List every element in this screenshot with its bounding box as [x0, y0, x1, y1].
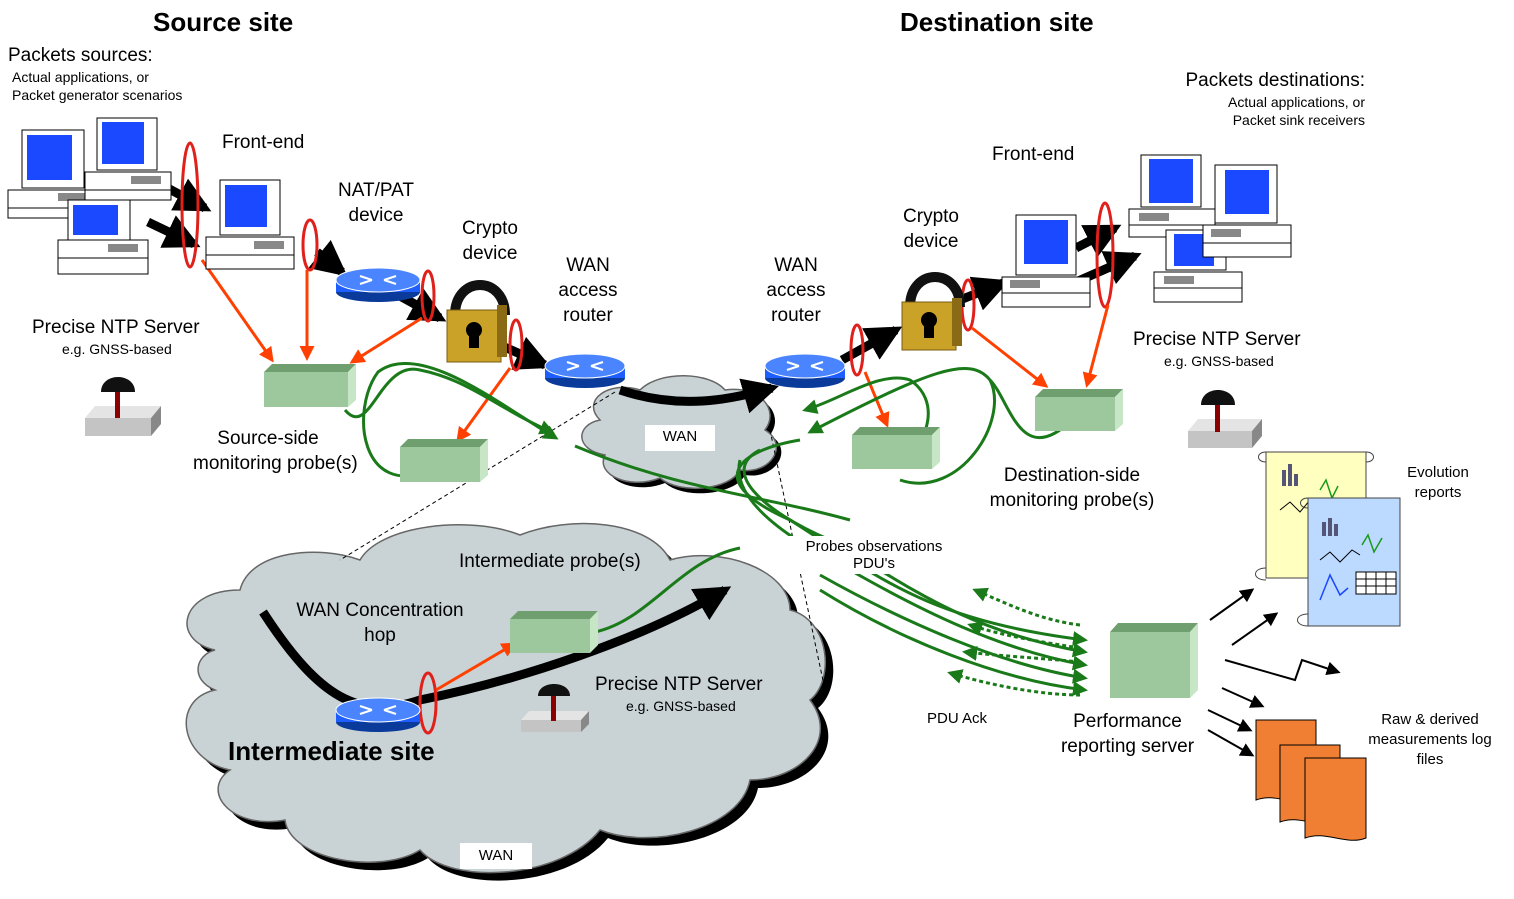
probe-box	[400, 439, 488, 482]
tap-arrows	[200, 259, 1110, 692]
source-crypto-line2: device	[462, 243, 518, 264]
computer-icon	[205, 179, 295, 270]
lock-icon	[901, 272, 965, 351]
ack-flows	[947, 587, 1081, 697]
report-output-arrows	[1207, 588, 1341, 757]
dest-ntp-sub: e.g. GNSS-based	[1164, 353, 1274, 369]
probe-box	[264, 364, 356, 407]
lock-icon	[446, 280, 510, 363]
computer-icon	[1202, 164, 1292, 258]
reporting-server-box	[1110, 623, 1198, 698]
packets-dest-title: Packets destinations:	[1185, 70, 1365, 91]
evolution-line2: reports	[1414, 484, 1462, 501]
observations-tag: Probes observations PDU's	[783, 536, 965, 574]
source-site-title: Source site	[153, 7, 294, 37]
packets-dest-line2: Packet sink receivers	[1232, 112, 1365, 128]
probe-box	[510, 611, 598, 653]
nat-label-line2: device	[348, 205, 404, 226]
router-icon	[544, 353, 626, 388]
packets-sources-line1: Actual applications, or	[12, 69, 149, 85]
source-ntp-sub: e.g. GNSS-based	[62, 341, 172, 357]
router-icon	[335, 697, 421, 732]
source-probe-line1: Source-side	[217, 428, 319, 449]
logs-line2: measurements log	[1368, 731, 1492, 748]
source-probe-line2: monitoring probe(s)	[193, 453, 358, 474]
tap-rings	[180, 141, 1115, 735]
ntp-antenna-icon	[1188, 390, 1262, 448]
intermediate-probe-label: Intermediate probe(s)	[459, 551, 641, 572]
dest-probe-line1: Destination-side	[1003, 465, 1141, 486]
source-front-end-label: Front-end	[222, 132, 305, 153]
dest-probe-line2: monitoring probe(s)	[989, 490, 1155, 511]
probe-box	[1035, 389, 1123, 431]
evolution-report-icon	[1297, 497, 1401, 627]
computer-icon	[1001, 214, 1091, 308]
dest-wan-router-line3: router	[771, 305, 821, 326]
source-crypto-line1: Crypto	[462, 218, 518, 239]
source-ntp-title: Precise NTP Server	[32, 317, 200, 338]
intermediate-ntp-title: Precise NTP Server	[595, 674, 763, 695]
wan-hop-line1: WAN Concentration	[296, 600, 464, 621]
dest-crypto-line2: device	[903, 231, 959, 252]
log-file-icon	[1255, 719, 1367, 841]
nat-label-line1: NAT/PAT	[338, 180, 414, 201]
probe-box	[852, 427, 940, 469]
evolution-line1: Evolution	[1407, 464, 1469, 481]
server-line1: Performance	[1073, 711, 1182, 732]
computer-icon	[1128, 154, 1216, 238]
source-wan-router-line3: router	[563, 305, 613, 326]
packets-sources-title: Packets sources:	[8, 45, 153, 66]
computer-icon	[7, 129, 99, 219]
intermediate-cloud	[185, 522, 834, 881]
pdu-ack-label: PDU Ack	[927, 710, 988, 727]
dest-crypto-line1: Crypto	[903, 206, 959, 227]
ntp-antenna-icon	[521, 684, 589, 732]
wan-cloud	[581, 375, 782, 494]
source-wan-router-line1: WAN	[566, 255, 610, 276]
wan-bottom-label: WAN	[478, 847, 514, 864]
source-wan-router-line2: access	[558, 280, 618, 301]
logs-line1: Raw & derived	[1381, 711, 1479, 728]
wan-cloud-label: WAN	[662, 428, 698, 445]
computer-icon	[84, 117, 172, 201]
packets-dest-line1: Actual applications, or	[1228, 94, 1365, 110]
dest-wan-router-line1: WAN	[774, 255, 818, 276]
destination-site-title: Destination site	[900, 7, 1094, 37]
zoom-line-right	[769, 429, 826, 691]
observations-line2: PDU's	[852, 555, 896, 572]
dest-ntp-title: Precise NTP Server	[1133, 329, 1301, 350]
server-line2: reporting server	[1060, 736, 1195, 757]
logs-line3: files	[1416, 751, 1444, 768]
observations-line1: Probes observations	[805, 538, 943, 555]
router-icon	[335, 267, 421, 302]
packets-sources-line2: Packet generator scenarios	[12, 87, 183, 103]
router-icon	[764, 353, 846, 388]
dest-front-end-label: Front-end	[992, 144, 1075, 165]
intermediate-ntp-sub: e.g. GNSS-based	[626, 698, 736, 714]
computer-icon	[57, 199, 149, 275]
dest-wan-router-line2: access	[766, 280, 826, 301]
ntp-antenna-icon	[85, 377, 161, 436]
wan-hop-line2: hop	[364, 625, 396, 646]
wan-bottom-tag-bg	[460, 843, 532, 869]
intermediate-site-title: Intermediate site	[228, 736, 435, 766]
